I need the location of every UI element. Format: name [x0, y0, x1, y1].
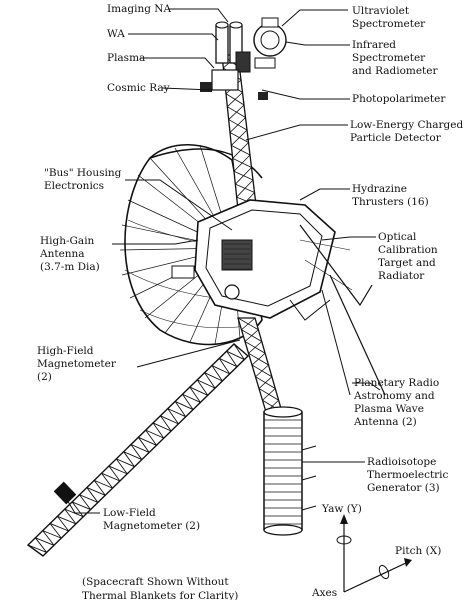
label-pra-3: Plasma Wave — [354, 403, 424, 415]
label-rtg-3: Generator (3) — [367, 482, 440, 494]
label-lfm-1: Low-Field — [103, 507, 156, 519]
label-ir-spectrometer-2: Spectrometer — [352, 52, 426, 64]
label-rtg-1: Radioisotope — [367, 456, 436, 468]
label-ir-spectrometer-1: Infrared — [352, 39, 396, 51]
label-ir-spectrometer-3: and Radiometer — [352, 65, 438, 77]
label-wa: WA — [107, 28, 125, 40]
label-bus-2: Electronics — [44, 180, 104, 192]
label-hydrazine-2: Thrusters (16) — [352, 196, 429, 208]
planetary-radio-antenna — [321, 274, 386, 396]
label-imaging-na: Imaging NA — [107, 3, 171, 15]
label-pra-2: Astronomy and — [353, 390, 435, 402]
label-uv-spectrometer-1: Ultraviolet — [352, 5, 410, 17]
spacecraft-bus — [171, 199, 373, 321]
rtg-boom — [237, 317, 317, 536]
label-rtg-2: Thermoelectric — [367, 469, 449, 481]
footnote-line-2: Thermal Blankets for Clarity) — [82, 590, 238, 600]
low-field-magnetometer-boom — [26, 343, 250, 557]
axis-label-yaw: Yaw (Y) — [321, 503, 362, 515]
label-pra-4: Antenna (2) — [353, 416, 417, 428]
label-cosmic-ray: Cosmic Ray — [107, 82, 170, 94]
scan-platform — [200, 17, 287, 100]
label-optical-1: Optical — [378, 231, 417, 243]
label-hga-1: High-Gain — [40, 235, 95, 247]
label-lfm-2: Magnetometer (2) — [103, 520, 200, 532]
footnote-line-1: (Spacecraft Shown Without — [82, 576, 229, 588]
label-optical-2: Calibration — [378, 244, 438, 256]
label-hydrazine-1: Hydrazine — [352, 183, 407, 195]
label-hga-3: (3.7-m Dia) — [40, 261, 100, 273]
axes-indicator: Yaw (Y) Pitch (X) Axes — [311, 503, 441, 599]
label-optical-3: Target and — [378, 257, 436, 269]
leader-lines — [63, 8, 381, 514]
label-pra-1: Planetary Radio — [354, 377, 439, 389]
label-lecp-2: Particle Detector — [350, 132, 442, 144]
label-lecp-1: Low-Energy Charged — [350, 119, 463, 131]
label-hga-2: Antenna — [39, 248, 85, 260]
label-hfm-2: Magnetometer — [37, 358, 117, 370]
label-plasma: Plasma — [107, 52, 145, 64]
callout-labels: Imaging NA WA Plasma Cosmic Ray Ultravio… — [37, 3, 463, 600]
label-uv-spectrometer-2: Spectrometer — [352, 18, 426, 30]
label-hfm-3: (2) — [37, 371, 52, 383]
axis-label-pitch: Pitch (X) — [395, 545, 441, 557]
label-bus-1: "Bus" Housing — [44, 167, 122, 179]
axis-label-axes: Axes — [311, 587, 337, 599]
label-optical-4: Radiator — [378, 270, 425, 282]
label-hfm-1: High-Field — [37, 345, 94, 357]
label-photopolarimeter: Photopolarimeter — [352, 93, 446, 105]
